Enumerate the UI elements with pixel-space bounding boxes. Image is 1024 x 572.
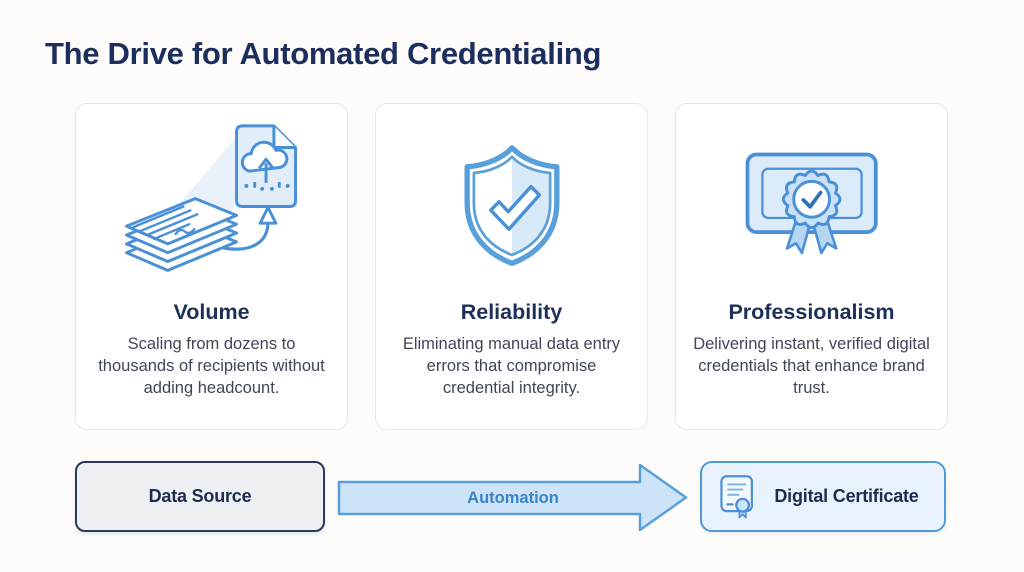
automation-arrow-label: Automation xyxy=(467,488,559,507)
card-heading-volume: Volume xyxy=(173,300,250,324)
card-heading-reliability: Reliability xyxy=(460,300,563,324)
card-heading-professionalism: Professionalism xyxy=(728,300,895,324)
card-reliability: Reliability Eliminating manual data entr… xyxy=(375,103,648,430)
card-professionalism: Professionalism Delivering instant, veri… xyxy=(675,103,948,430)
card-description-volume: Scaling from dozens to thousands of reci… xyxy=(98,335,325,397)
data-source-label: Data Source xyxy=(148,486,252,506)
digital-certificate-label: Digital Certificate xyxy=(774,486,919,506)
benefit-cards-row: Volume Scaling from dozens to thousands … xyxy=(75,103,948,430)
card-description-reliability: Eliminating manual data entry errors tha… xyxy=(402,335,621,397)
certificate-seal-icon xyxy=(720,474,754,519)
page-title: The Drive for Automated Credentialing xyxy=(45,36,602,71)
digital-certificate-box: Digital Certificate xyxy=(700,461,946,532)
right-arrow-shape xyxy=(337,463,688,532)
automation-arrow: Automation xyxy=(337,458,689,538)
card-volume: Volume Scaling from dozens to thousands … xyxy=(75,103,348,430)
document-stack-upload-icon xyxy=(119,112,304,300)
flow-diagram: Data Source Automation Digital Certifica… xyxy=(0,458,1024,540)
shield-check-icon xyxy=(455,112,569,300)
card-description-professionalism: Delivering instant, verified digital cre… xyxy=(693,335,930,397)
data-source-box: Data Source xyxy=(75,461,325,532)
certificate-ribbon-icon xyxy=(743,112,881,300)
